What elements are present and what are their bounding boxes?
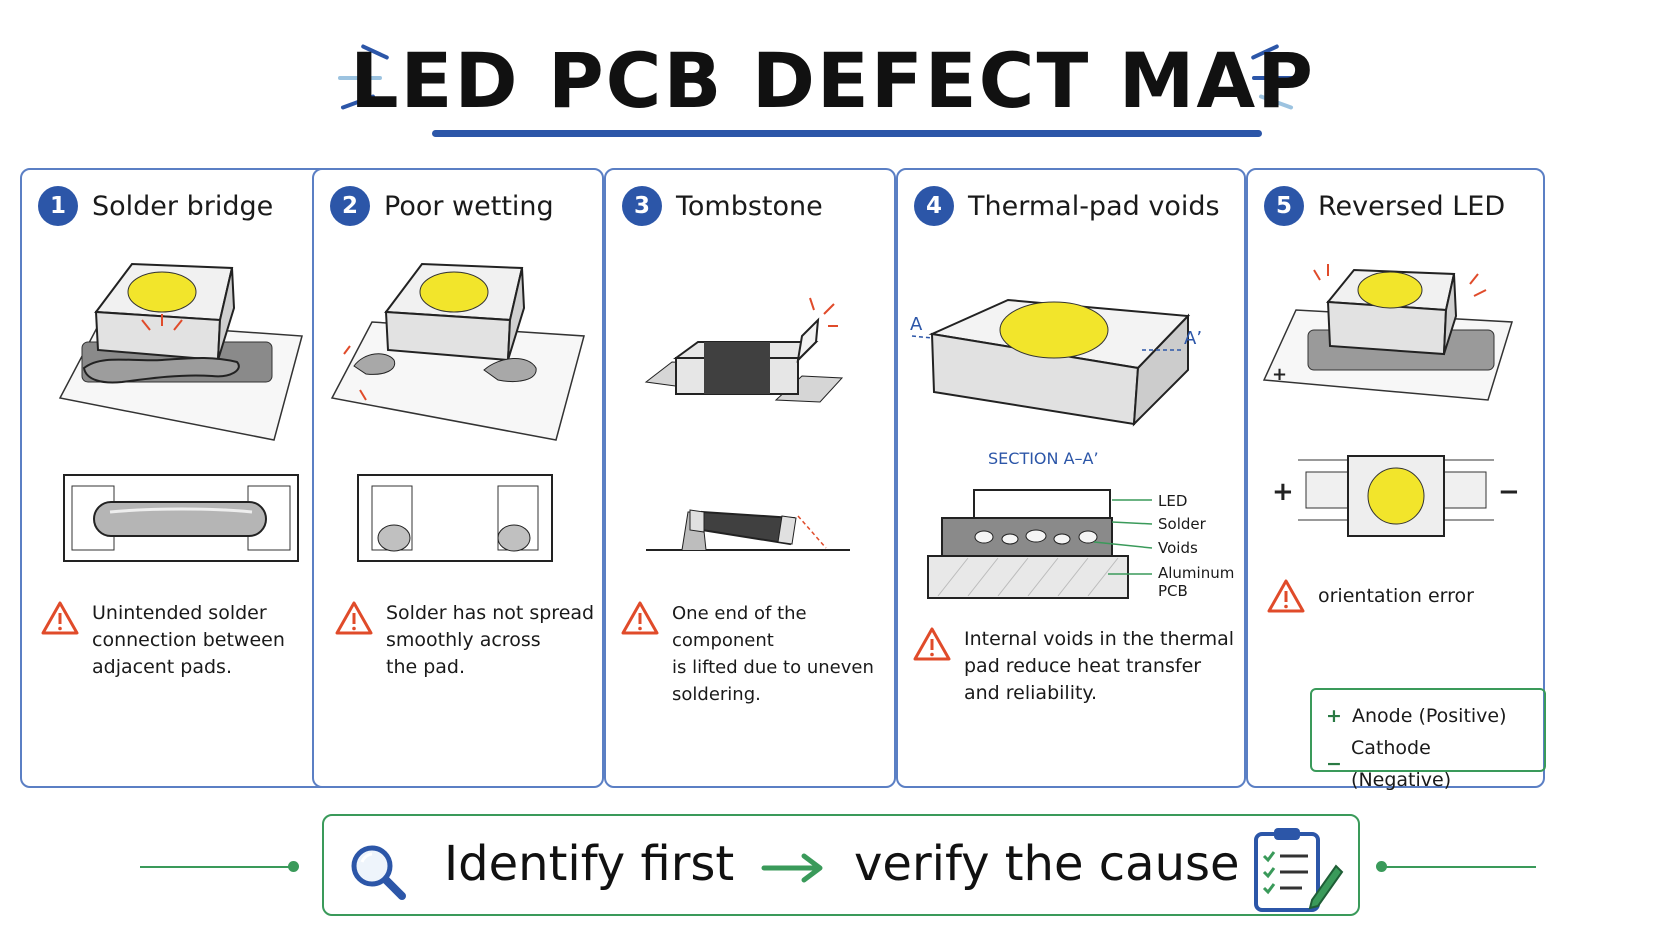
section-marker-right: A’ [1184, 328, 1202, 349]
description-line: orientation error [1318, 584, 1474, 607]
bottom-banner: Identify first verify the cause [322, 814, 1360, 916]
legend-symbol: − [1326, 753, 1342, 775]
legend-label: Cathode (Negative) [1351, 737, 1452, 791]
warning-icon [41, 601, 79, 635]
panel-description: Solder has not spread smoothly across th… [334, 600, 594, 681]
description-line: Solder has not spread [386, 602, 595, 624]
panel-number-badge: 2 [330, 186, 370, 226]
warning-icon [1267, 579, 1305, 613]
thermal-pad-voids-illustration: A A’ SECTION A–A’ LED Solder Voids Alumi… [910, 298, 1234, 600]
description-line: smoothly across [386, 629, 541, 651]
description-line: Unintended solder [92, 602, 267, 624]
accent-dash [1252, 76, 1296, 80]
polarity-minus-label: − [1498, 477, 1520, 507]
panel-header: 2 Poor wetting [330, 186, 554, 226]
panel-description: One end of the component is lifted due t… [620, 600, 894, 708]
panel-title: Reversed LED [1318, 190, 1506, 222]
panel-thermal-pad-voids: 4 Thermal-pad voids A A’ SECTION A–A’ LE… [896, 168, 1246, 788]
panel-title: Thermal-pad voids [968, 190, 1220, 222]
panel-header: 1 Solder bridge [38, 186, 273, 226]
layer-label: Voids [1158, 539, 1198, 557]
warning-icon [335, 601, 373, 635]
layer-label: PCB [1158, 582, 1188, 600]
layer-label: LED [1158, 492, 1187, 510]
section-label: SECTION A–A’ [988, 449, 1099, 468]
decorative-dot [1376, 861, 1387, 872]
description-line: soldering. [672, 684, 761, 705]
decorative-line-right [1386, 866, 1536, 868]
solder-bridge-illustration [58, 262, 303, 562]
panel-description: Unintended solder connection between adj… [40, 600, 285, 681]
panel-number-badge: 3 [622, 186, 662, 226]
panel-reversed-led: 5 Reversed LED + + − [1246, 168, 1546, 791]
panel-description: orientation error [1266, 578, 1474, 614]
legend-symbol: + [1326, 705, 1342, 727]
warning-icon [621, 601, 659, 635]
description-line: the pad. [386, 656, 466, 678]
reversed-led-illustration: + + − [1262, 264, 1520, 537]
panel-tombstone: 3 Tombstone One end of the component [604, 168, 896, 788]
magnifier-icon [351, 845, 406, 900]
polarity-legend: + Anode (Positive) − Cathode (Negative) [1310, 688, 1546, 791]
arrow-right-icon [761, 853, 823, 883]
panel-title: Poor wetting [384, 190, 554, 222]
pcb-plus-mark: + [1272, 364, 1287, 385]
panel-header: 5 Reversed LED [1264, 186, 1505, 226]
poor-wetting-illustration [330, 262, 585, 562]
panel-header: 4 Thermal-pad voids [914, 186, 1220, 226]
page-title: LED PCB DEFECT MAP [350, 36, 1315, 125]
layer-label: Solder [1158, 515, 1207, 533]
panel-number-badge: 4 [914, 186, 954, 226]
title-underline [432, 130, 1262, 137]
section-marker-left: A [910, 314, 923, 335]
panel-header: 3 Tombstone [622, 186, 823, 226]
decorative-line-left [140, 866, 290, 868]
panel-description: Internal voids in the thermal pad reduce… [912, 626, 1234, 707]
polarity-plus-label: + [1272, 477, 1294, 507]
legend-row-anode: + Anode (Positive) [1326, 700, 1530, 732]
title-area: LED PCB DEFECT MAP [0, 30, 1665, 140]
layer-label: Aluminum [1158, 564, 1234, 582]
bottom-text-left: Identify first [444, 836, 735, 892]
panel-solder-bridge: 1 Solder bridge Unintended solder [20, 168, 330, 788]
accent-dash [338, 76, 382, 80]
description-line: Internal voids in the thermal [964, 628, 1235, 650]
clipboard-checklist-icon [1254, 828, 1344, 912]
panel-title: Solder bridge [92, 190, 274, 222]
legend-row-cathode: − Cathode (Negative) [1326, 732, 1530, 796]
decorative-dot [288, 861, 299, 872]
description-line: connection between [92, 629, 285, 651]
bottom-text-right: verify the cause [854, 836, 1240, 892]
description-line: pad reduce heat transfer [964, 655, 1202, 677]
defect-panels: 1 Solder bridge Unintended solder [20, 168, 1645, 791]
legend-label: Anode (Positive) [1352, 705, 1507, 727]
description-line: One end of the component [672, 603, 807, 651]
panel-number-badge: 1 [38, 186, 78, 226]
description-line: is lifted due to uneven [672, 657, 874, 678]
panel-number-badge: 5 [1264, 186, 1304, 226]
description-line: adjacent pads. [92, 656, 232, 678]
tombstone-illustration [644, 297, 850, 551]
description-line: and reliability. [964, 682, 1097, 704]
warning-icon [913, 627, 951, 661]
panel-title: Tombstone [676, 190, 823, 222]
panel-poor-wetting: 2 Poor wetting Solder has not [312, 168, 604, 788]
